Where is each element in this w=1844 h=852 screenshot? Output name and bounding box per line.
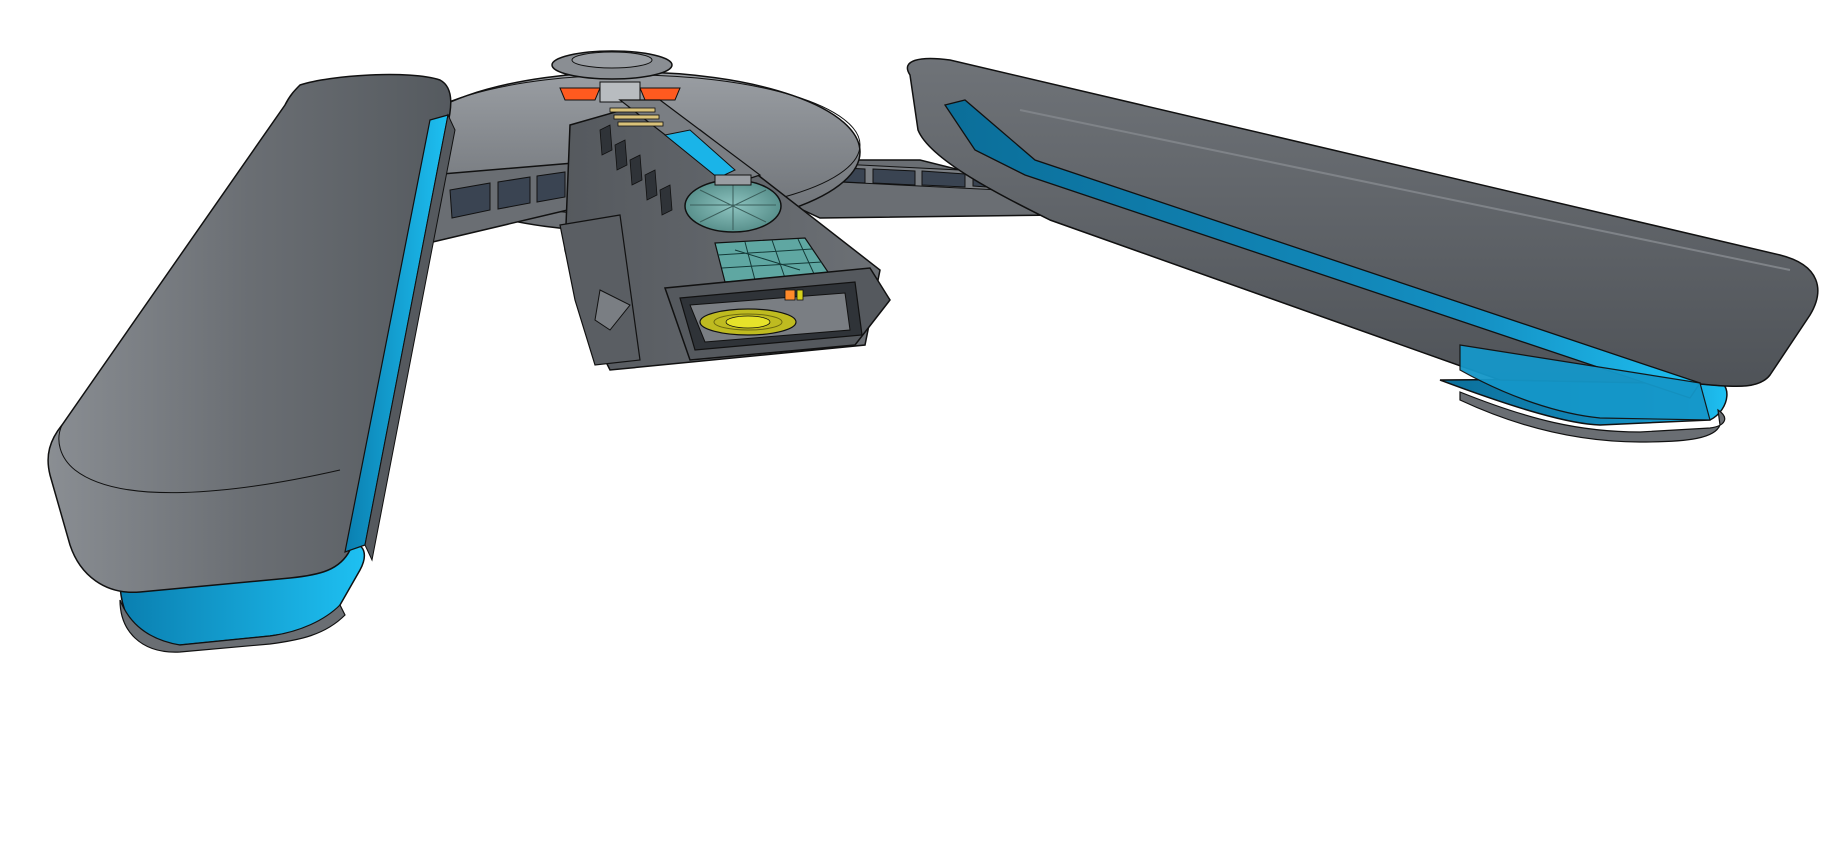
running-lights [559,81,681,103]
hull-vents [599,124,673,216]
engineering-hull [559,99,891,371]
left-nacelle [47,73,456,653]
right-nacelle [906,57,1819,443]
spine-vents [609,107,664,127]
